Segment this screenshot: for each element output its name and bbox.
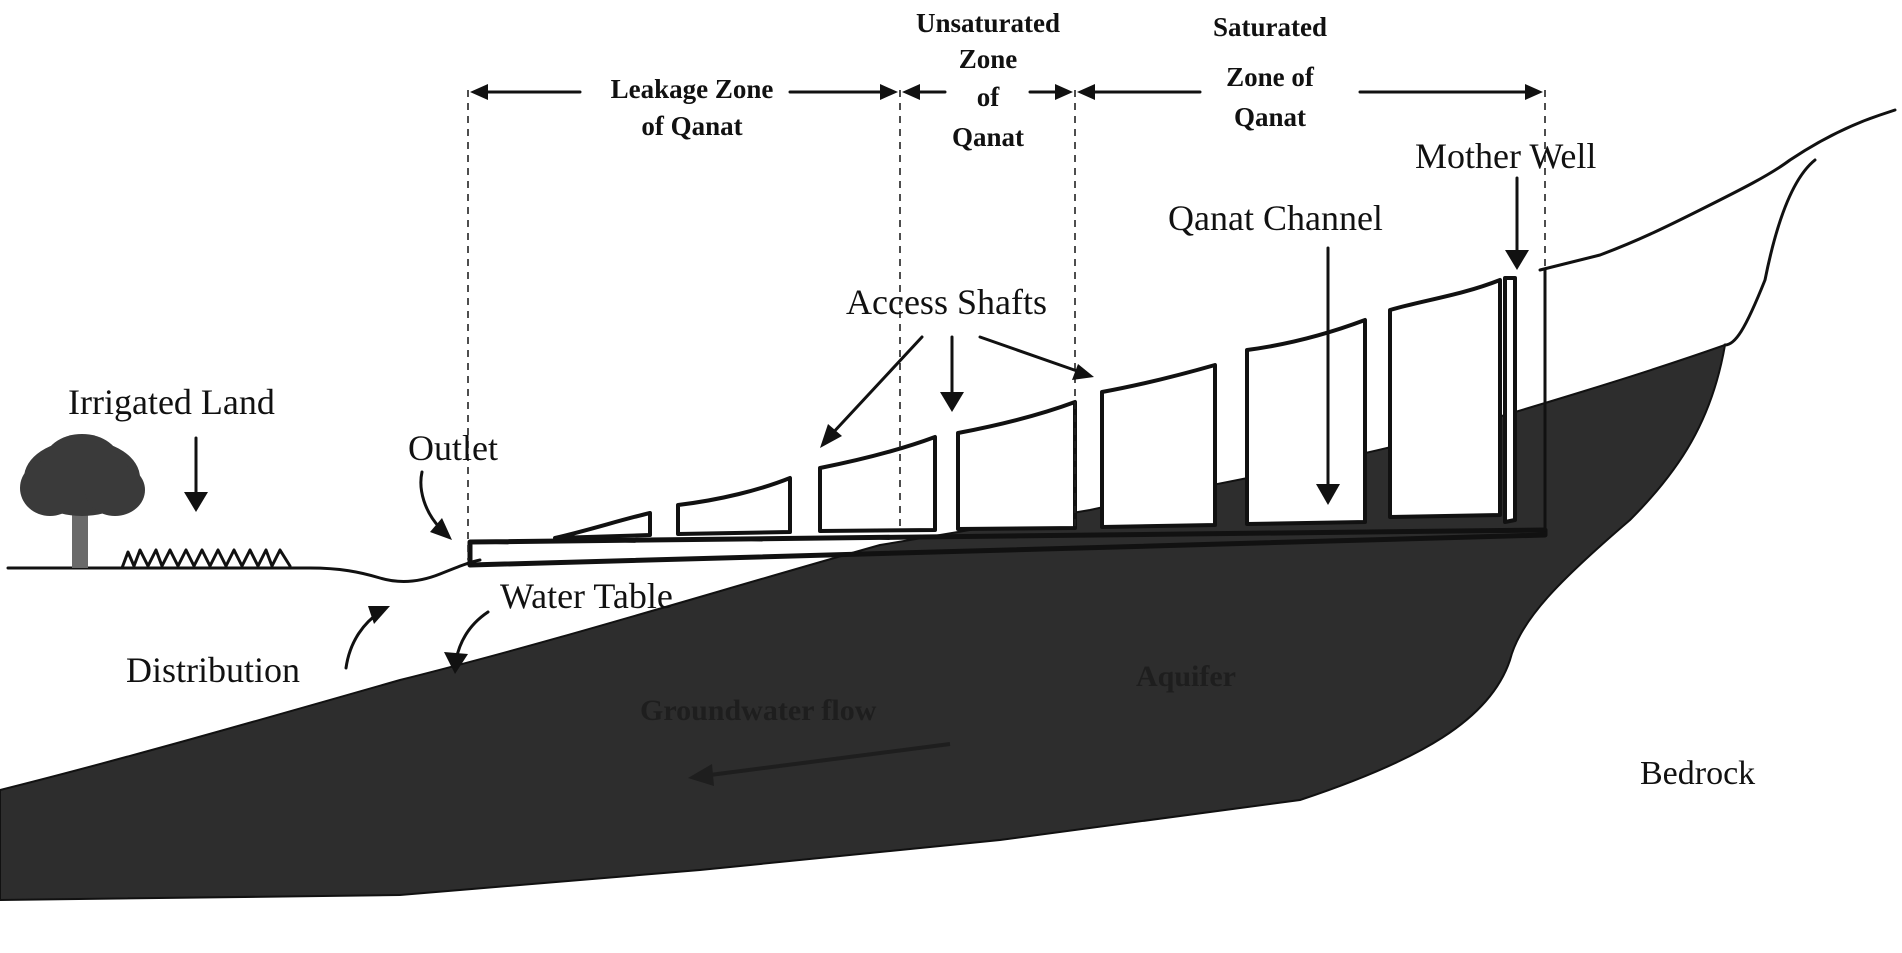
water-table-label: Water Table xyxy=(500,576,673,616)
unsaturated-zone-label-line3: of xyxy=(977,82,1001,112)
mother-well-label: Mother Well xyxy=(1415,136,1596,176)
access-shaft-5 xyxy=(1100,363,1217,529)
aquifer-label: Aquifer xyxy=(1136,660,1236,693)
ground-surface xyxy=(6,558,482,583)
access-shaft-1 xyxy=(553,511,652,540)
leakage-zone-label-line1: Leakage Zone xyxy=(611,74,774,104)
groundwater-flow-label: Groundwater flow xyxy=(640,694,877,727)
irrigated-land-label: Irrigated Land xyxy=(68,382,275,422)
bedrock-label: Bedrock xyxy=(1640,755,1755,792)
qanat-channel-arrowhead xyxy=(1316,484,1340,505)
mother-well-arrowhead xyxy=(1505,250,1529,270)
qanat-channel-tunnel xyxy=(467,527,1548,568)
access-shaft-3 xyxy=(818,435,937,533)
access-shafts-label: Access Shafts xyxy=(846,282,1047,322)
unsaturated-zone-label-line4: Qanat xyxy=(952,122,1024,152)
irrigated-land-arrowhead xyxy=(184,492,208,512)
saturated-zone-label-line2: Zone of xyxy=(1226,62,1315,92)
access-shaft-4 xyxy=(956,400,1077,531)
access-shaft-6 xyxy=(1245,318,1367,526)
mother-well-shaft xyxy=(1503,276,1517,524)
qanat-channel-label: Qanat Channel xyxy=(1168,198,1383,238)
tree-icon xyxy=(20,434,145,568)
distribution-label: Distribution xyxy=(126,650,300,690)
access-shafts-arrows xyxy=(820,335,1094,448)
unsaturated-zone-label-line1: Unsaturated xyxy=(916,8,1060,38)
water-table-arrow xyxy=(454,610,490,662)
access-shaft-2 xyxy=(676,476,792,536)
leakage-zone-label-line2: of Qanat xyxy=(641,111,742,141)
groundwater-flow-arrow xyxy=(709,742,951,777)
saturated-zone-label-line1: Saturated xyxy=(1213,12,1327,42)
bedrock-slope xyxy=(1723,158,1817,347)
saturated-zone-label-line3: Qanat xyxy=(1234,102,1306,132)
crops-icon xyxy=(120,548,292,570)
outlet-arrow xyxy=(419,470,442,530)
hill-surface xyxy=(1538,108,1897,272)
distribution-arrowhead xyxy=(368,606,390,624)
water-table-arrowhead xyxy=(444,652,468,674)
groundwater-flow-arrowhead xyxy=(688,764,714,786)
outlet-arrowhead xyxy=(430,518,452,540)
access-shaft-7 xyxy=(1388,278,1502,519)
unsaturated-zone-label-line2: Zone xyxy=(959,44,1018,74)
zone-arrows xyxy=(470,84,1543,100)
outlet-label: Outlet xyxy=(408,428,498,468)
